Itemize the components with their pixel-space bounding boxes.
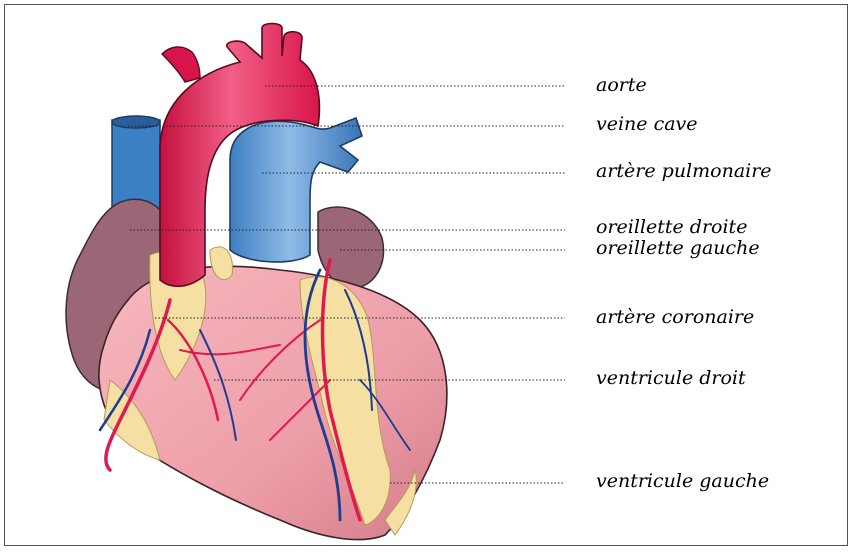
ventricles-shape	[99, 266, 447, 539]
aorta-branch-left	[162, 47, 200, 82]
label-vena-cava: veine cave	[596, 115, 698, 134]
label-right-atrium: oreillette droite	[596, 218, 747, 237]
label-pulmonary-artery: artère pulmonaire	[596, 162, 772, 181]
label-left-ventricle: ventricule gauche	[596, 472, 769, 491]
label-coronary-artery: artère coronaire	[596, 308, 754, 327]
label-right-ventricle: ventricule droit	[596, 369, 746, 388]
label-aorta: aorte	[596, 76, 647, 95]
label-left-atrium: oreillette gauche	[596, 239, 760, 258]
